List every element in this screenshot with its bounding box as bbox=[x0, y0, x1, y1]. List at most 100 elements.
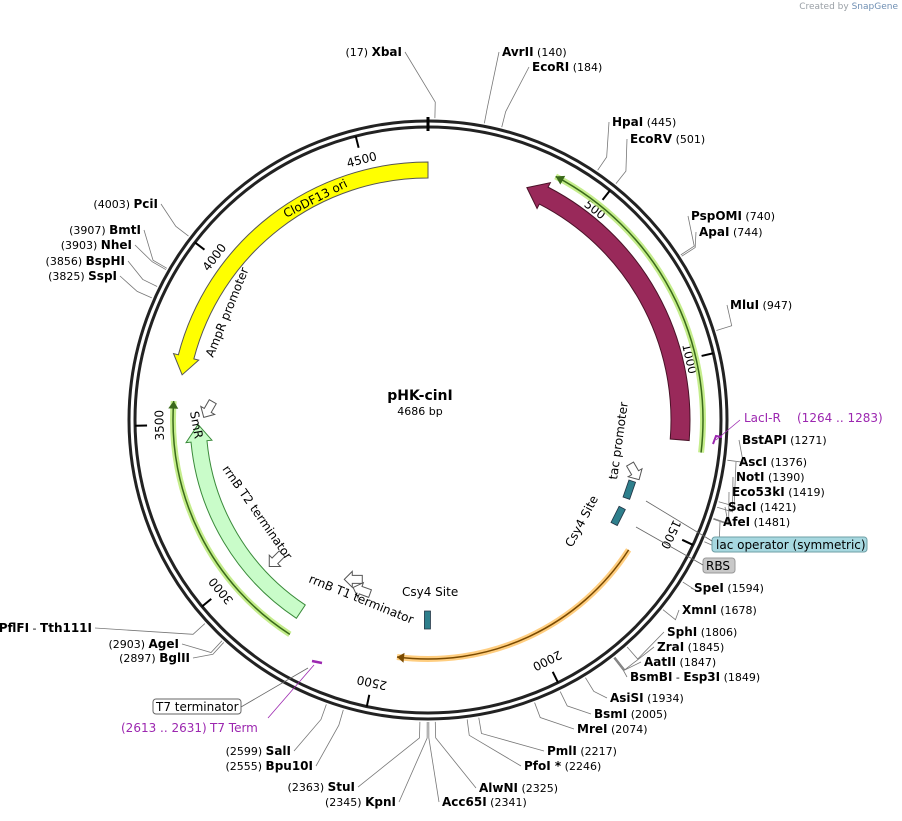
svg-text:AatII (1847): AatII (1847) bbox=[644, 655, 716, 669]
tick-mark bbox=[601, 189, 611, 201]
site-leader-line bbox=[614, 657, 642, 671]
site-leader-line bbox=[534, 702, 575, 730]
restriction-site: (2555) Bpu10I bbox=[225, 759, 313, 773]
site-name: AfeI bbox=[723, 515, 750, 529]
site-name: PmlI bbox=[547, 744, 577, 758]
site-separator: - bbox=[29, 622, 40, 635]
svg-text:MluI (947): MluI (947) bbox=[730, 298, 792, 312]
site-position: (3856) bbox=[46, 255, 86, 268]
restriction-site: ApaI (744) bbox=[699, 225, 763, 239]
site-name: Bpu10I bbox=[266, 759, 313, 773]
site-position: (2341) bbox=[487, 796, 527, 809]
svg-text:PspOMI (740): PspOMI (740) bbox=[691, 209, 775, 223]
tick-label: 2000 bbox=[530, 648, 564, 674]
restriction-site: AlwNI (2325) bbox=[479, 781, 558, 795]
plasmid-length: 4686 bp bbox=[397, 405, 442, 418]
site-leader-line bbox=[718, 461, 737, 507]
site-position: (740) bbox=[742, 210, 775, 223]
site-leader-line bbox=[143, 229, 168, 269]
site-position: (4003) bbox=[93, 198, 133, 211]
svg-text:AlwNI (2325): AlwNI (2325) bbox=[479, 781, 558, 795]
site-line-layer bbox=[94, 51, 744, 803]
site-position: (1376) bbox=[767, 456, 807, 469]
restriction-site: ZraI (1845) bbox=[657, 640, 724, 654]
svg-text:SpeI (1594): SpeI (1594) bbox=[694, 581, 764, 595]
site-name: AgeI bbox=[149, 637, 179, 651]
restriction-site: Eco53kI (1419) bbox=[732, 485, 825, 499]
restriction-site: SphI (1806) bbox=[667, 625, 737, 639]
site-position: (2005) bbox=[627, 708, 667, 721]
site-leader-line bbox=[434, 721, 477, 789]
csy4-site-label-1: Csy4 Site bbox=[562, 493, 601, 549]
site-position: (445) bbox=[643, 116, 676, 129]
csy4-site-label-2: Csy4 Site bbox=[402, 585, 458, 599]
site-position: (1678) bbox=[717, 604, 757, 617]
svg-text:EcoRV (501): EcoRV (501) bbox=[630, 132, 705, 146]
rrnb-t2-arrow bbox=[268, 550, 286, 567]
svg-text:NotI (1390): NotI (1390) bbox=[736, 470, 805, 484]
site-leader-line bbox=[466, 719, 522, 767]
svg-text:ApaI (744): ApaI (744) bbox=[699, 225, 763, 239]
site-name: AscI bbox=[739, 455, 767, 469]
restriction-site: (2345) KpnI bbox=[325, 795, 396, 809]
restriction-site: AvrII (140) bbox=[502, 45, 567, 59]
restriction-site: EcoRV (501) bbox=[630, 132, 705, 146]
site-name: AlwNI bbox=[479, 781, 518, 795]
restriction-site: (17) XbaI bbox=[346, 45, 402, 59]
site-leader-line bbox=[428, 721, 440, 803]
site-name: BstAPI bbox=[742, 433, 787, 447]
svg-text:BsmBI - Esp3I (1849): BsmBI - Esp3I (1849) bbox=[630, 670, 760, 684]
site-name: SalI bbox=[266, 744, 291, 758]
site-position: (3825) bbox=[48, 270, 88, 283]
svg-text:(3856) BspHI: (3856) BspHI bbox=[46, 254, 125, 268]
site-position: (2897) bbox=[119, 652, 159, 665]
rbs-leader bbox=[635, 526, 704, 566]
rbs-box bbox=[702, 557, 736, 574]
site-position: (744) bbox=[729, 226, 762, 239]
site-leader-line bbox=[717, 476, 734, 513]
restriction-site: (2363) StuI bbox=[288, 780, 355, 794]
site-name: BsmI bbox=[594, 707, 627, 721]
tick-label: 2500 bbox=[355, 673, 388, 693]
svg-text:BstAPI (1271): BstAPI (1271) bbox=[742, 433, 827, 447]
site-name: SacI bbox=[728, 500, 756, 514]
tick-label: 3500 bbox=[152, 410, 167, 441]
svg-text:(2963) PflFI - Tth111I: (2963) PflFI - Tth111I bbox=[0, 621, 92, 635]
restriction-site: AscI (1376) bbox=[739, 455, 807, 469]
site-name: ZraI bbox=[657, 640, 684, 654]
site-position: (3903) bbox=[61, 239, 101, 252]
svg-text:EcoRI (184): EcoRI (184) bbox=[532, 60, 602, 74]
site-position: (2325) bbox=[518, 782, 558, 795]
restriction-site: Acc65I (2341) bbox=[442, 795, 527, 809]
t7-terminator-box bbox=[152, 698, 242, 715]
plasmid-name: pHK-cinI bbox=[387, 388, 452, 404]
site-leader-line bbox=[585, 677, 608, 699]
svg-text:(3825) SspI: (3825) SspI bbox=[48, 269, 117, 283]
site-leader-line bbox=[680, 215, 695, 256]
restriction-site: AatII (1847) bbox=[644, 655, 716, 669]
site-position: (1421) bbox=[756, 501, 796, 514]
site-position: (501) bbox=[672, 133, 705, 146]
site-position: (1845) bbox=[684, 641, 724, 654]
clodf13-ori-arrow bbox=[172, 161, 429, 376]
svg-text:AscI (1376): AscI (1376) bbox=[739, 455, 807, 469]
svg-text:(2555) Bpu10I: (2555) Bpu10I bbox=[225, 759, 313, 773]
site-leader-line bbox=[559, 691, 592, 715]
restriction-site: XmnI (1678) bbox=[682, 603, 757, 617]
site-leader-line bbox=[127, 260, 158, 287]
site-name: AatII bbox=[644, 655, 676, 669]
site-name: PflFI bbox=[0, 621, 29, 635]
svg-text:PmlI (2217): PmlI (2217) bbox=[547, 744, 617, 758]
site-name: KpnI bbox=[365, 795, 396, 809]
site-position: (947) bbox=[759, 299, 792, 312]
site-name: SpeI bbox=[694, 581, 724, 595]
site-leader-line bbox=[597, 121, 610, 171]
restriction-site: AfeI (1481) bbox=[723, 515, 790, 529]
svg-text:BsmI (2005): BsmI (2005) bbox=[594, 707, 667, 721]
restriction-site: BstAPI (1271) bbox=[742, 433, 827, 447]
site-name: BsmBI bbox=[630, 670, 672, 684]
site-position: (1419) bbox=[785, 486, 825, 499]
site-name: AvrII bbox=[502, 45, 534, 59]
svg-text:XmnI (1678): XmnI (1678) bbox=[682, 603, 757, 617]
